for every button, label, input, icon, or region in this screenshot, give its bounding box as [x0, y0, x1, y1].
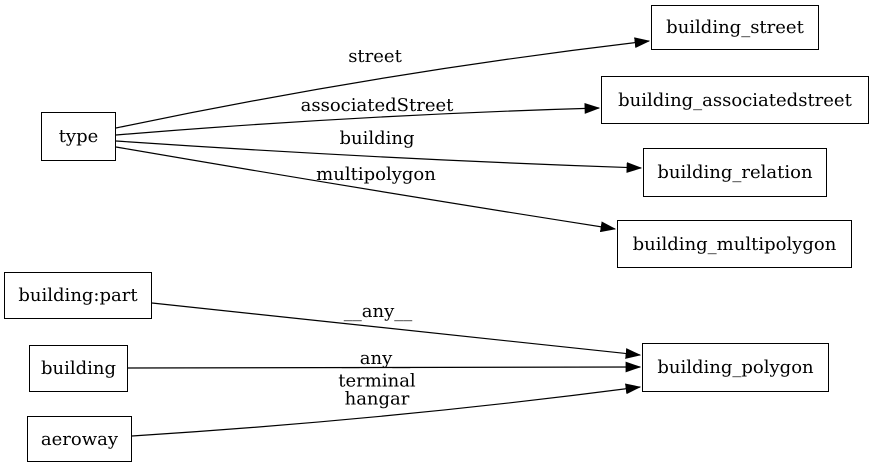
edge-type-to-building-multipolygon [115, 146, 617, 233]
node-building: building [29, 345, 128, 392]
node-label: type [58, 126, 99, 147]
edge-label-any-building: __any__ [341, 347, 411, 369]
node-building-part: building:part [4, 272, 152, 319]
edge-label-any-building-part: __any__ [343, 300, 413, 322]
node-label: building_associatedstreet [618, 89, 852, 111]
edge-building-part-to-building-polygon [151, 302, 642, 359]
node-label: building_polygon [657, 357, 814, 378]
node-building-street: building_street [651, 5, 819, 50]
node-label: building_multipolygon [632, 233, 837, 255]
node-label: aeroway [40, 428, 119, 450]
edge-aeroway-to-building-polygon [131, 383, 642, 437]
edge-label-street: street [348, 45, 402, 67]
node-building-relation: building_relation [643, 148, 827, 197]
edge-label-multipolygon: multipolygon [316, 163, 436, 185]
edge-type-to-building-street [115, 37, 651, 129]
edge-label-associatedstreet: associatedStreet [300, 94, 454, 116]
edge-building-to-building-polygon [127, 361, 642, 373]
node-label: building_relation [657, 162, 813, 183]
node-building-multipolygon: building_multipolygon [617, 220, 852, 268]
node-aeroway: aeroway [27, 416, 132, 462]
node-label: building [40, 358, 117, 379]
node-building-polygon: building_polygon [642, 343, 829, 392]
edge-type-to-building-relation [115, 140, 643, 173]
node-label: building_street [666, 17, 804, 38]
edge-type-to-building-associatedstreet [115, 103, 601, 136]
node-type: type [41, 112, 116, 161]
node-label: building:part [18, 285, 138, 306]
node-building-associatedstreet: building_associatedstreet [601, 76, 869, 124]
edge-label-building: building [339, 127, 415, 149]
edge-label-terminal-hangar: terminal hangar [338, 370, 416, 410]
